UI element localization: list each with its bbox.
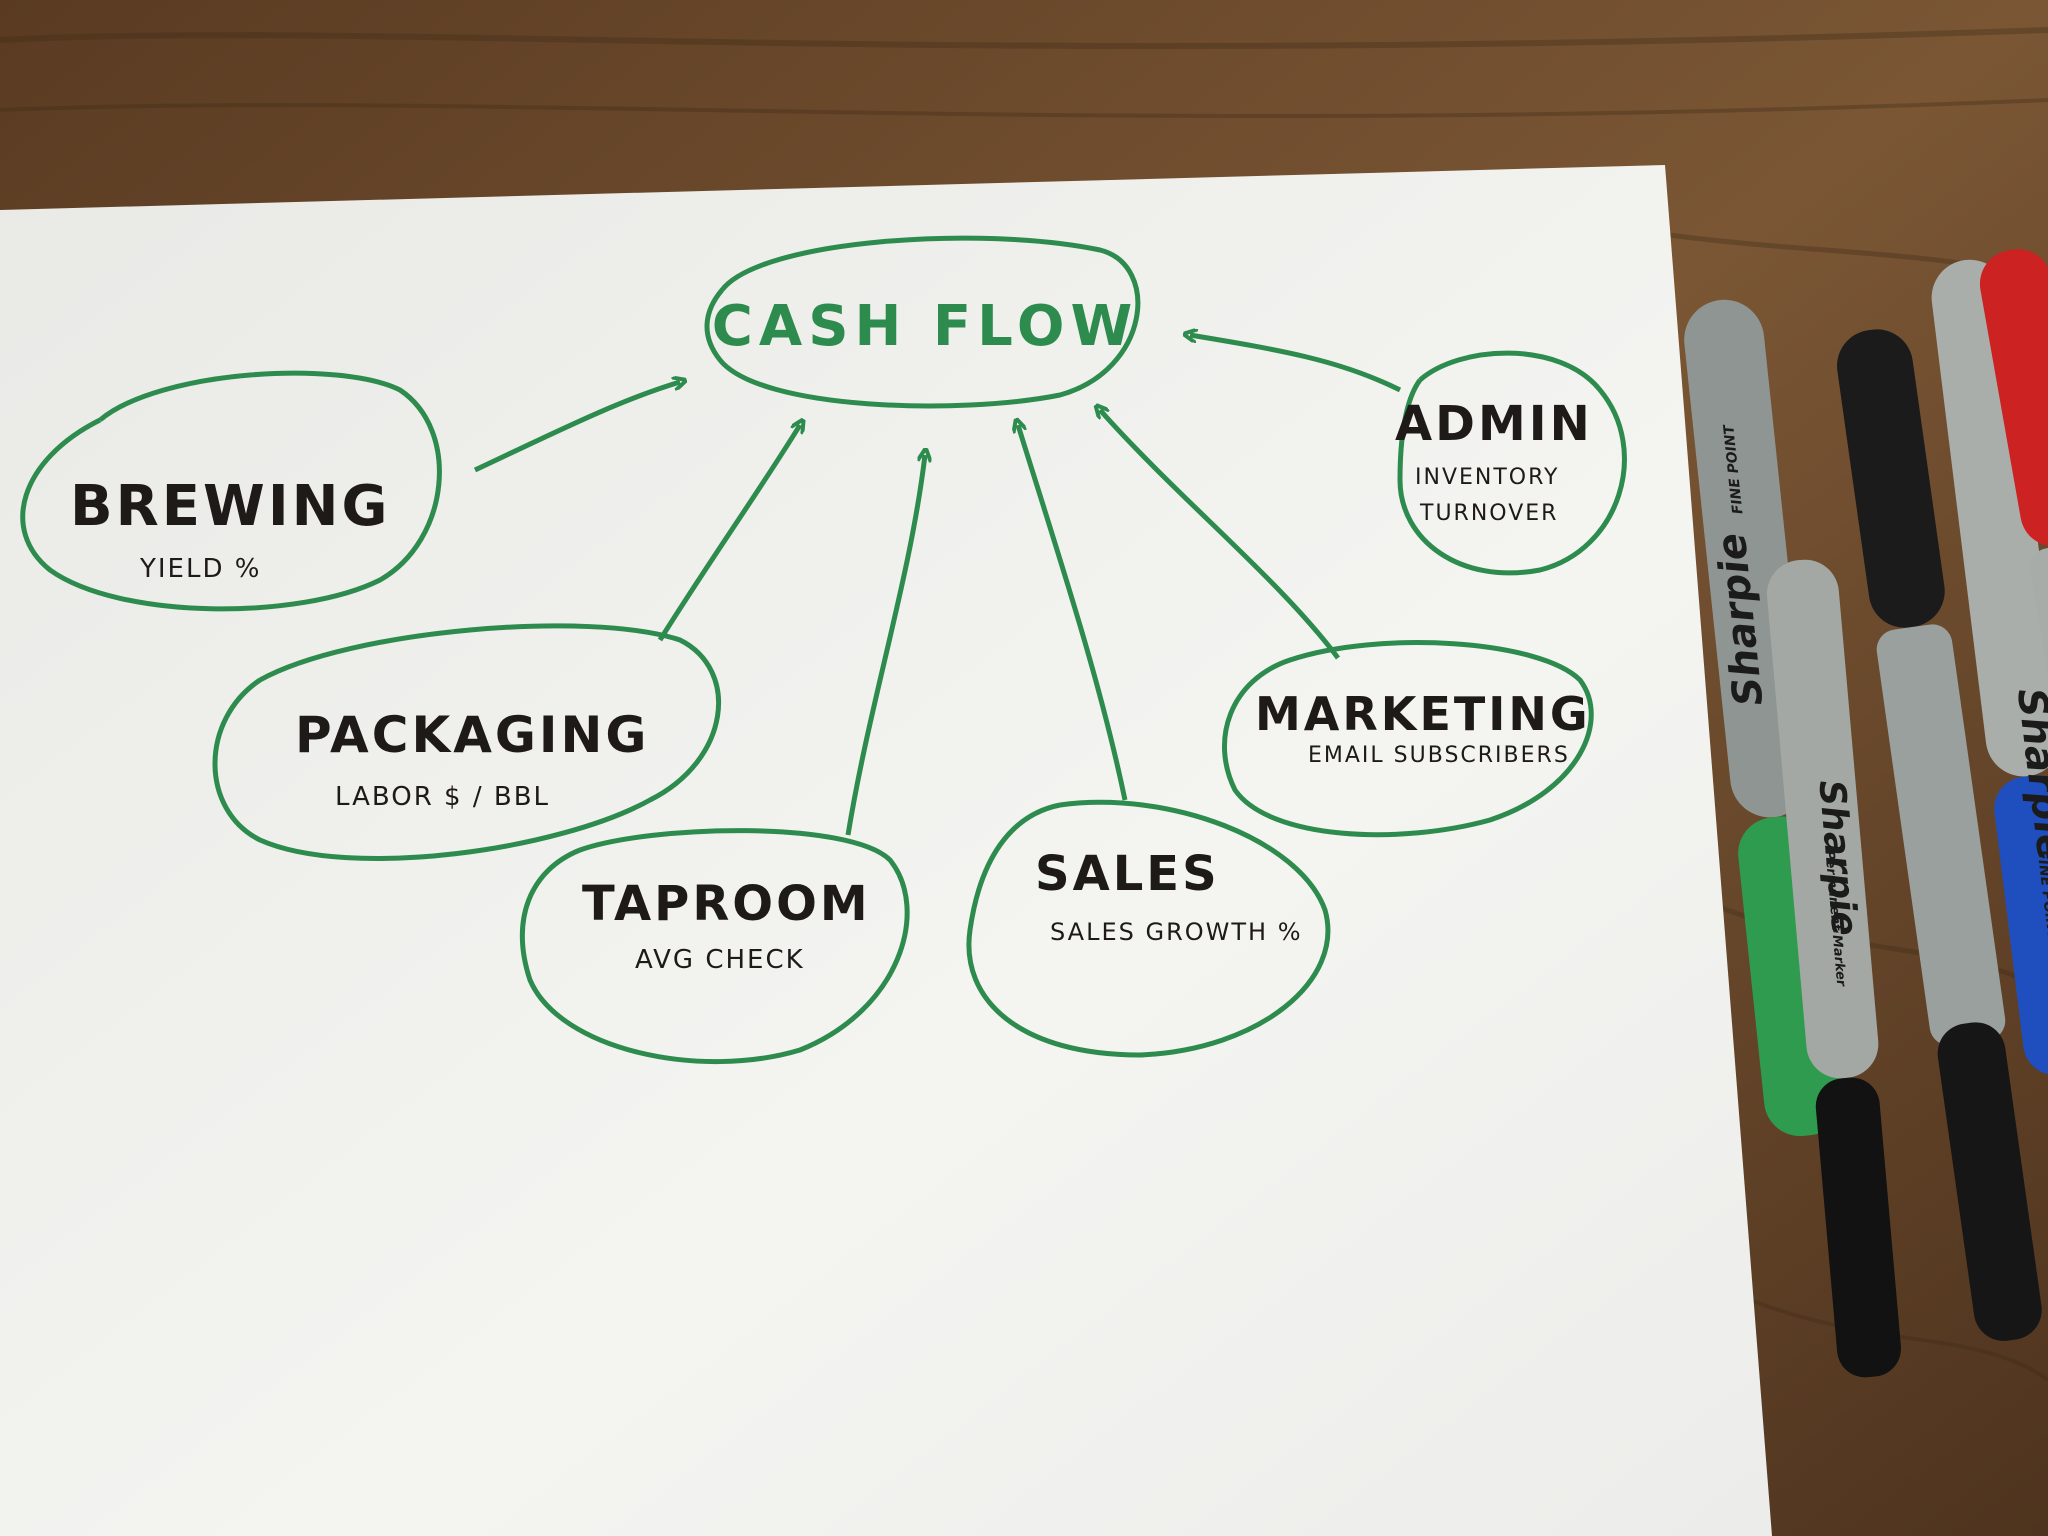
sales-ellipse: [966, 799, 1331, 1058]
packaging-ellipse: [212, 623, 722, 862]
paper-sheet: [0, 165, 1772, 1536]
brewing-ellipse: [20, 370, 442, 612]
cash-flow-node: CASH FLOW: [704, 235, 1141, 409]
brewing-metric: YIELD %: [139, 554, 261, 584]
packaging-title: PACKAGING: [295, 706, 649, 764]
arrow-brewing: [473, 382, 680, 473]
marker-red: [1979, 249, 2048, 963]
arrow-admin: [1190, 335, 1402, 393]
arrow-marketing: [1100, 410, 1341, 660]
brewing-node: BREWING YIELD %: [20, 370, 442, 612]
marketing-title: MARKETING: [1255, 687, 1591, 741]
marker-black-cap: [1837, 329, 1945, 628]
taproom-ellipse: [519, 828, 910, 1065]
admin-node: ADMIN INVENTORY TURNOVER: [1395, 350, 1627, 576]
arrow-packaging: [657, 425, 800, 642]
sales-node: SALES SALES GROWTH %: [966, 799, 1331, 1058]
packaging-metric: LABOR $ / BBL: [335, 782, 550, 812]
admin-ellipse: [1397, 350, 1627, 576]
taproom-title: TAPROOM: [582, 876, 871, 932]
marker-silver-body: [1766, 559, 1879, 1079]
arrows: [473, 335, 1402, 836]
packaging-node: PACKAGING LABOR $ / BBL: [212, 623, 722, 862]
marketing-ellipse: [1221, 640, 1594, 838]
admin-metric-line1: INVENTORY: [1415, 465, 1559, 490]
arrow-taproom: [845, 455, 925, 836]
sales-metric: SALES GROWTH %: [1050, 918, 1303, 946]
markers: Sharpie FINE POINT Sharpie Permanent Mar…: [1684, 249, 2048, 1378]
taproom-node: TAPROOM AVG CHECK: [519, 828, 910, 1065]
cash-flow-title: CASH FLOW: [712, 294, 1138, 359]
sales-title: SALES: [1035, 846, 1220, 902]
marker-blue-barrel: [1931, 259, 2048, 777]
admin-title: ADMIN: [1395, 396, 1593, 452]
marketing-metric: EMAIL SUBSCRIBERS: [1308, 743, 1570, 768]
arrow-sales: [1018, 425, 1128, 801]
marker-black-barrel: [1876, 624, 2006, 1046]
admin-metric-line2: TURNOVER: [1419, 501, 1558, 526]
marker-silver-end: [1815, 1077, 1902, 1378]
brewing-title: BREWING: [70, 474, 391, 539]
taproom-metric: AVG CHECK: [635, 945, 805, 975]
marker-black: [1837, 329, 2042, 1341]
marker-red-cap: [1979, 249, 2048, 547]
marker-blue: Sharpie FINE POINT: [1931, 259, 2048, 1075]
marker-black-end: [1937, 1022, 2042, 1341]
cash-flow-ellipse: [704, 235, 1141, 409]
marker-silver: Sharpie Permanent Marker: [1766, 559, 1902, 1378]
marker-blue-cap: [1994, 775, 2048, 1075]
marketing-node: MARKETING EMAIL SUBSCRIBERS: [1221, 640, 1594, 838]
